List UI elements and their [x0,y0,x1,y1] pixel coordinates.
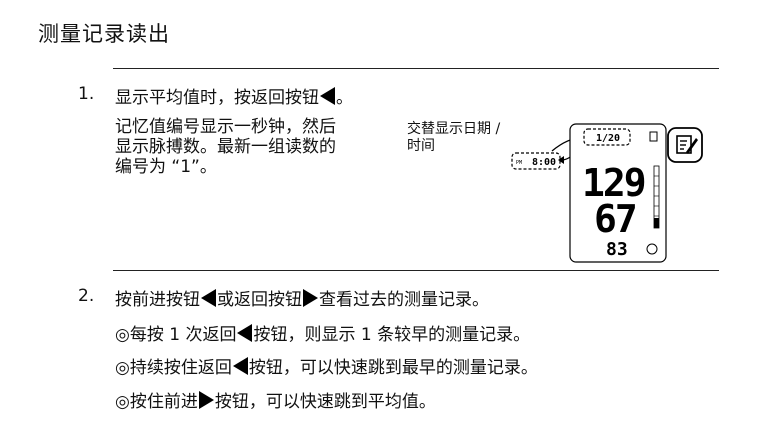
systolic-value: 129 [582,161,645,205]
pulse-value: 83 [606,239,628,260]
triangle-right-icon [198,390,214,409]
triangle-left-icon [237,323,253,342]
callout-label: 交替显示日期 / 时间 [407,121,500,155]
bullet-3: ◎按住前进 按钮，可以快速跳到平均值。 [115,387,436,412]
step-2-part-3: 查看过去的测量记录。 [319,290,489,310]
callout-line-1: 交替显示日期 / [407,121,501,137]
bullet-1: ◎每按 1 次返回 按钮，则显示 1 条较早的测量记录。 [115,320,530,345]
triangle-right-icon [303,288,318,307]
bullet-2-before: ◎持续按住返回 [115,358,232,378]
pulse-heart-icon [646,243,658,255]
step-1-text: 显示平均值时，按返回按钮 。 [115,83,353,108]
date-box [583,128,631,146]
bullet-2-after: 按钮，可以快速跳到最早的测量记录。 [248,358,538,378]
triangle-left-icon [232,356,248,375]
step-1-text-before: 显示平均值时，按返回按钮 [115,88,319,108]
lcd-frame [569,123,667,263]
bullet-1-before: ◎每按 1 次返回 [115,325,237,345]
step-2-number: 2. [78,286,95,306]
time-value: 8:00 [532,157,556,168]
para-line-3: 编号为 “1”。 [115,157,217,177]
para-line-1: 记忆值编号显示一秒钟，然后 [115,117,336,137]
triangle-left-icon [201,288,216,307]
para-line-2: 显示脉搏数。最新一组读数的 [115,137,336,157]
arrow-head-2 [558,156,564,164]
bullet-1-after: 按钮，则显示 1 条较早的测量记录。 [253,325,531,345]
divider-middle [113,270,719,271]
date-value: 1/20 [596,133,620,144]
divider-top [113,68,719,69]
bullet-3-after: 按钮，可以快速跳到平均值。 [214,392,436,412]
step-2-part-1: 按前进按钮 [115,290,200,310]
step-2-text: 按前进按钮 或返回按钮 查看过去的测量记录。 [115,285,489,310]
callout-line-2: 时间 [407,138,435,154]
diastolic-value: 67 [594,197,636,241]
time-prefix: PM [516,160,522,166]
bullet-2: ◎持续按住返回 按钮，可以快速跳到最早的测量记录。 [115,353,538,378]
step-2-part-2: 或返回按钮 [217,290,302,310]
step-1-paragraph: 记忆值编号显示一秒钟，然后 显示脉搏数。最新一组读数的 编号为 “1”。 [115,117,405,177]
step-1-text-after: 。 [336,88,353,108]
page-title: 测量记录读出 [38,22,170,46]
monitor-display-illustration: PM 8:00 1/20 129 67 83 [511,123,703,263]
bullet-3-before: ◎按住前进 [115,392,198,412]
step-1-number: 1. [78,84,95,104]
triangle-left-icon [320,86,335,105]
